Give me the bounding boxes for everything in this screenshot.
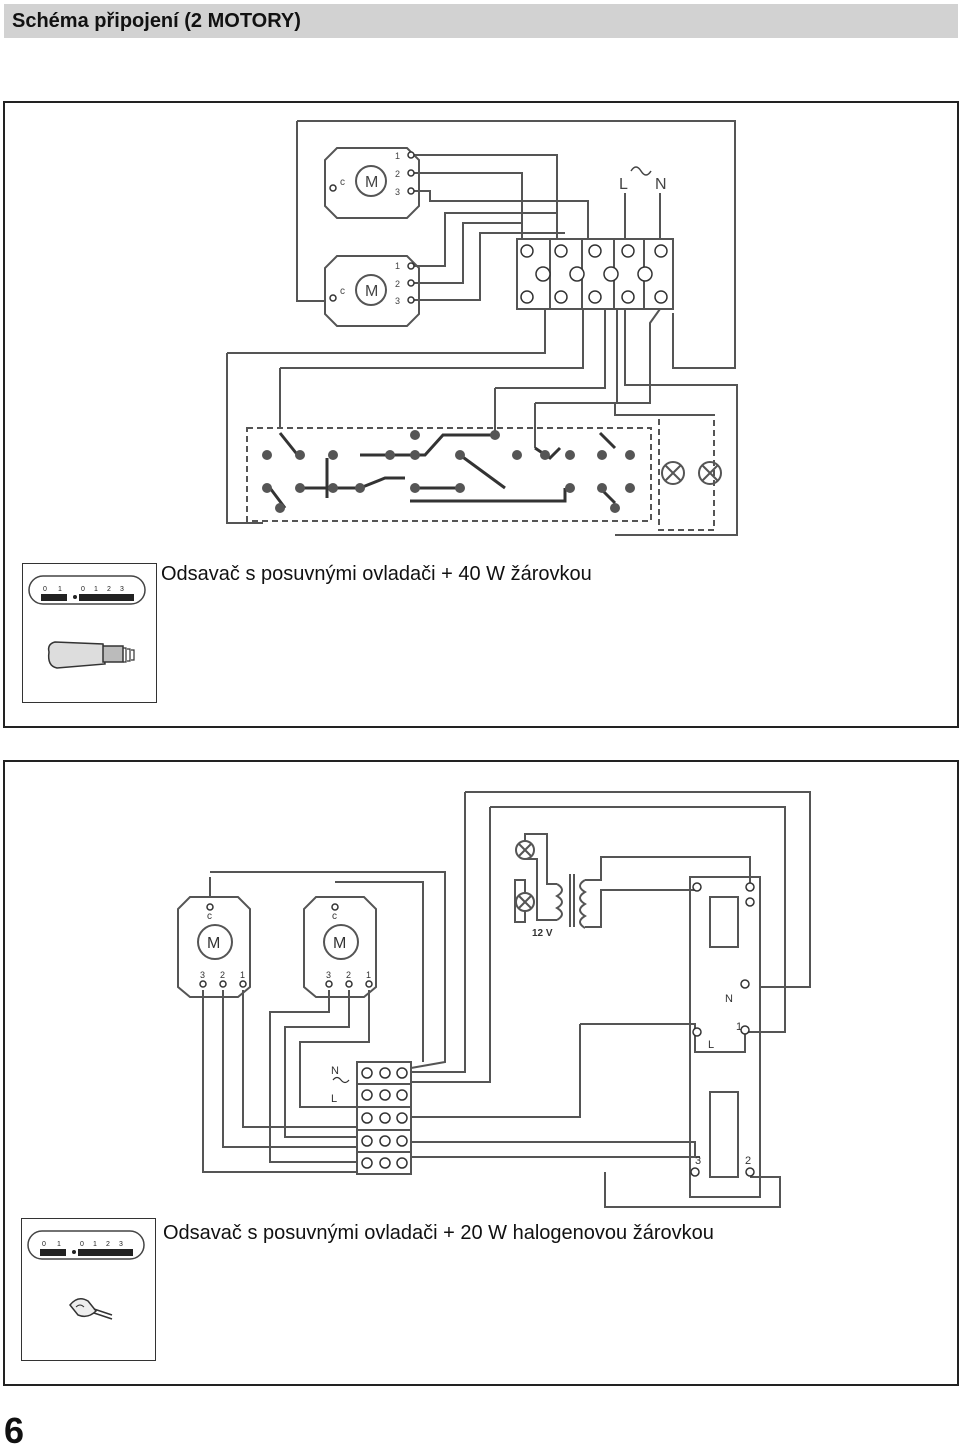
lamp-symbol [698, 461, 722, 485]
wiring-panel-20w-halogen: M M c c 3 2 1 3 2 1 12 V N L N 1 L 3 2 O… [3, 760, 959, 1386]
fan-scale-label: 1 [93, 1241, 97, 1248]
fan-scale-label: 1 [94, 586, 98, 593]
switch-module [689, 876, 761, 1198]
wiring-diagram-2: M M c c 3 2 1 3 2 1 12 V N L N 1 L 3 2 [177, 791, 811, 1208]
motor-pin-label: c [207, 911, 212, 922]
ac-symbol-icon [630, 166, 652, 176]
halogen-bulb-icon [69, 1298, 113, 1320]
motor-housing [303, 896, 377, 998]
motor-pin-label: c [332, 911, 337, 922]
light-scale-label: 1 [57, 1241, 61, 1248]
switch-terminal-label: L [708, 1039, 714, 1051]
fan-scale-label: 2 [107, 586, 111, 593]
diagram-caption: Odsavač s posuvnými ovladači + 40 W žáro… [161, 563, 592, 585]
motor-pin-label: 1 [366, 970, 371, 980]
switch-terminal-label: 2 [745, 1155, 751, 1167]
lamp-symbol [661, 461, 685, 485]
motor-pin-label: 1 [240, 970, 245, 980]
motor-letter: M [333, 935, 346, 952]
fan-scale-label: 3 [120, 586, 124, 593]
motor-pin-label: 2 [220, 970, 225, 980]
motor-symbol [323, 924, 359, 960]
motor-pin-label: 1 [395, 151, 400, 161]
slider-control-icon: 0 1 0 1 2 3 [27, 1230, 145, 1320]
page-header: Schéma připojení (2 MOTORY) [4, 4, 958, 38]
motor-symbol [197, 924, 233, 960]
mains-n-label: N [331, 1065, 339, 1077]
motor-pin-label: 1 [395, 261, 400, 271]
motor-pin-label: c [340, 177, 345, 188]
motor-pin-label: 2 [395, 279, 400, 289]
control-legend-box: 0 1 0 1 2 3 [21, 1218, 156, 1361]
switch-terminal-label: 3 [695, 1155, 701, 1167]
control-panel [246, 427, 652, 522]
light-scale-label: 0 [42, 1241, 46, 1248]
terminal-block [516, 238, 674, 310]
light-scale-label: 0 [43, 586, 47, 593]
motor-housing [324, 255, 420, 327]
fan-scale-label: 3 [119, 1241, 123, 1248]
diagram-caption: Odsavač s posuvnými ovladači + 20 W halo… [163, 1222, 714, 1244]
motor-pin-label: 3 [395, 187, 400, 197]
motor-symbol [355, 274, 387, 306]
motor-letter: M [207, 935, 220, 952]
incandescent-bulb-icon [47, 641, 135, 669]
motor-pin-label: 2 [395, 169, 400, 179]
light-scale-label: 1 [58, 586, 62, 593]
mains-l-label: L [331, 1093, 337, 1105]
motor-pin-label: 3 [326, 970, 331, 980]
wiring-panel-40w-bulb: M M c c 1 2 3 1 2 3 L N Odsavač s posuvn… [3, 101, 959, 728]
mains-l-label: L [619, 176, 628, 193]
motor-pin-label: 3 [395, 296, 400, 306]
motor-pin-label: 3 [200, 970, 205, 980]
switch-terminal-label: N [725, 993, 733, 1005]
fan-scale-label: 0 [81, 586, 85, 593]
motor-letter: M [365, 283, 378, 300]
motor-pin-label: c [340, 286, 345, 297]
lamp-holder [658, 414, 715, 531]
fan-scale-label: 0 [80, 1241, 84, 1248]
transformer-coil [555, 883, 563, 921]
transformer-voltage-label: 12 V [532, 928, 553, 939]
ac-symbol-icon [332, 1076, 350, 1084]
page-title: Schéma připojení (2 MOTORY) [12, 10, 301, 32]
control-legend-box: 0 1 0 1 2 3 [22, 563, 157, 703]
page-number: 6 [4, 1410, 25, 1451]
motor-pin-label: 2 [346, 970, 351, 980]
mains-n-label: N [655, 176, 667, 193]
fan-scale-label: 2 [106, 1241, 110, 1248]
wiring-diagram-1: M M c c 1 2 3 1 2 3 L N [226, 120, 738, 536]
switch-terminal-label: 1 [736, 1021, 742, 1033]
motor-letter: M [365, 174, 378, 191]
motor-symbol [355, 165, 387, 197]
motor-housing [177, 896, 251, 998]
slider-control-icon: 0 1 0 1 2 3 [28, 575, 146, 669]
